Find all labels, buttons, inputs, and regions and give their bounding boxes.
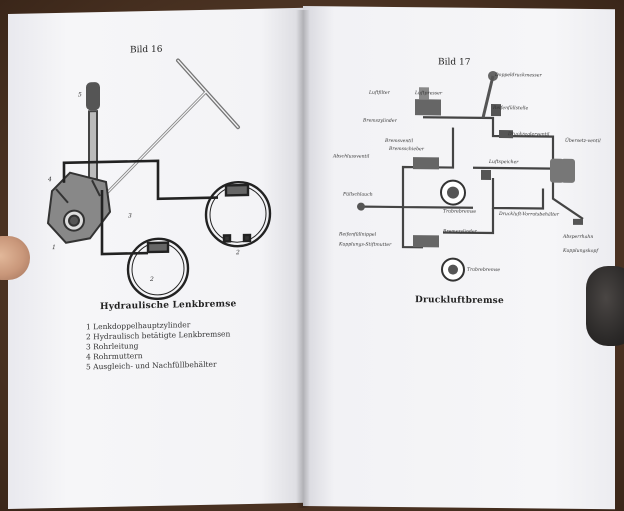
- label: Luftspeicher: [489, 159, 519, 166]
- page-clip: [586, 266, 624, 346]
- callout-4: 4: [47, 176, 52, 183]
- book-gutter: [296, 10, 310, 508]
- brake-drum-left: [126, 237, 190, 301]
- label: Luftfilter: [369, 90, 390, 96]
- label: Übersetz-ventil: [565, 138, 601, 145]
- label: Bremsventil: [385, 138, 414, 145]
- label: Luftpresser: [415, 91, 443, 97]
- brake-drum-right: [204, 180, 272, 248]
- label: Bremsschieber: [389, 146, 424, 153]
- callout-5: 5: [78, 91, 82, 98]
- figure-caption: Druckluftbremse: [415, 295, 504, 307]
- label: Kupplungs-Stiftmutter: [339, 242, 392, 248]
- components: [357, 70, 583, 282]
- hydraulic-brake-diagram: 5 4 1 3 2 2: [46, 58, 272, 301]
- left-page: Bild 16: [8, 7, 306, 510]
- air-brake-diagram: [357, 70, 584, 282]
- label: Bremszylinder: [443, 229, 477, 235]
- callout-2b: 2: [149, 276, 154, 283]
- reservoir: [86, 82, 100, 181]
- steering-handle: [86, 58, 240, 214]
- label: Bremszylinder: [363, 118, 397, 124]
- figure-legend: 1 Lenkdoppelhauptzylinder 2 Hydraulisch …: [86, 319, 230, 372]
- label: Abschlussventil: [333, 154, 370, 160]
- right-page: Bild 17: [303, 6, 615, 510]
- label: Kupplungskopf: [563, 248, 599, 255]
- label: Reifenfüllstelle: [493, 105, 529, 112]
- air-lines: [363, 116, 584, 249]
- label: Trabrebremse: [467, 267, 501, 274]
- label: Füllschlauch: [343, 192, 373, 198]
- label: Doppeldruckmesser: [495, 73, 542, 79]
- callout-3: 3: [128, 212, 132, 219]
- label: Druckreglerventil: [508, 132, 550, 138]
- master-cylinder: [46, 171, 112, 244]
- label: Reifenfüllnippel: [339, 232, 377, 238]
- label: Druckluft-Vorratsbehälter: [499, 212, 559, 218]
- label: Absperrhahn: [563, 234, 594, 241]
- label: Trabrebremse: [443, 209, 477, 215]
- callout-2a: 2: [235, 249, 240, 256]
- callout-1: 1: [52, 244, 56, 251]
